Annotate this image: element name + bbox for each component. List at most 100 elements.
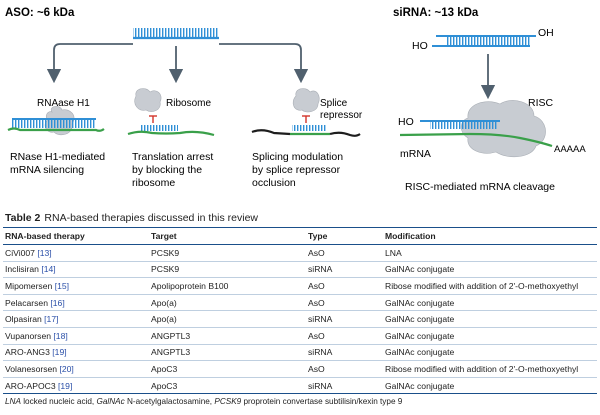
- header-type: Type: [306, 228, 383, 245]
- reference-link[interactable]: [15]: [54, 280, 70, 291]
- reference-link[interactable]: [13]: [37, 247, 52, 258]
- cell-therapy: Inclisiran [14]: [3, 261, 149, 279]
- sirna-title: siRNA: ~13 kDa: [393, 7, 479, 19]
- risc-label: RISC: [528, 97, 554, 109]
- cell-modification: GalNAc conjugate: [383, 310, 597, 328]
- header-target: Target: [149, 228, 306, 245]
- polya-label: AAAAA: [554, 144, 586, 155]
- ho-top-label: HO: [412, 40, 428, 52]
- footnote-abbreviation: LNA: [5, 397, 21, 407]
- therapy-name: Vupanorsen: [5, 330, 52, 341]
- footnote-definition: locked nucleic acid,: [20, 397, 97, 407]
- cell-modification: GalNAc conjugate: [383, 327, 597, 345]
- ho-bottom-label: HO: [398, 116, 414, 128]
- splice-label-2: repressor: [320, 110, 363, 121]
- reference-link[interactable]: [17]: [44, 314, 59, 325]
- aso-title: ASO: ~6 kDa: [5, 7, 75, 19]
- cell-therapy: ARO-APOC3 [19]: [3, 377, 149, 395]
- caption-translation-2: by blocking the: [132, 164, 202, 176]
- header-modification: Modification: [383, 228, 597, 245]
- cell-target: ApoC3: [149, 360, 306, 378]
- rnase-h1-label: RNAase H1: [37, 98, 90, 109]
- table-number: Table 2: [5, 212, 41, 224]
- reference-link[interactable]: [20]: [59, 363, 74, 374]
- cell-therapy: Pelacarsen [16]: [3, 294, 149, 312]
- footnote-abbreviation: PCSK9: [214, 397, 242, 407]
- table-footnote: LNA locked nucleic acid, GalNAc N-acetyl…: [3, 393, 597, 409]
- therapy-name: Volanesorsen: [5, 363, 58, 374]
- caption-rnase-1: RNase H1-mediated: [10, 151, 105, 163]
- cell-therapy: ARO-ANG3 [19]: [3, 344, 149, 362]
- cell-target: Apolipoprotein B100: [149, 277, 306, 295]
- aso-strand: [133, 28, 219, 40]
- cell-modification: GalNAc conjugate: [383, 344, 597, 362]
- therapies-table: RNA-based therapy Target Type Modificati…: [3, 228, 597, 395]
- table-title: RNA-based therapies discussed in this re…: [44, 212, 259, 224]
- footnote-definition: N-acetylgalactosamine,: [124, 397, 215, 407]
- therapy-name: Inclisiran: [5, 264, 39, 275]
- cell-type: siRNA: [306, 344, 383, 362]
- oh-top-label: OH: [538, 27, 554, 39]
- cell-target: PCSK9: [149, 261, 306, 279]
- cell-therapy: CiVi007 [13]: [3, 244, 149, 262]
- therapy-name: Pelacarsen: [5, 297, 48, 308]
- cell-type: AsO: [306, 327, 383, 345]
- reference-link[interactable]: [19]: [58, 380, 73, 391]
- cell-type: AsO: [306, 294, 383, 312]
- cell-modification: GalNAc conjugate: [383, 294, 597, 312]
- cell-target: Apo(a): [149, 310, 306, 328]
- ribosome-panel: Ribosome: [127, 88, 215, 137]
- caption-splicing-1: Splicing modulation: [252, 151, 343, 163]
- cell-modification: GalNAc conjugate: [383, 261, 597, 279]
- caption-rnase-2: mRNA silencing: [10, 164, 84, 176]
- caption-translation-1: Translation arrest: [132, 151, 213, 163]
- risc-panel: RISC HO mRNA AAAAA: [398, 97, 586, 160]
- splice-label-1: Splice: [320, 98, 348, 109]
- cell-therapy: Vupanorsen [18]: [3, 327, 149, 345]
- caption-splicing-3: occlusion: [252, 177, 296, 189]
- sirna-duplex: HO OH: [412, 27, 554, 52]
- cell-type: siRNA: [306, 261, 383, 279]
- cell-modification: GalNAc conjugate: [383, 377, 597, 395]
- cell-therapy: Olpasiran [17]: [3, 310, 149, 328]
- reference-link[interactable]: [16]: [50, 297, 65, 308]
- splice-repressor-icon: [292, 88, 320, 113]
- therapy-name: ARO-APOC3: [5, 380, 56, 391]
- cell-target: ApoC3: [149, 377, 306, 395]
- cell-therapy: Mipomersen [15]: [3, 277, 149, 295]
- cell-modification: Ribose modified with addition of 2'-O-me…: [383, 360, 597, 378]
- ribosome-label: Ribosome: [166, 98, 211, 109]
- header-therapy: RNA-based therapy: [3, 228, 149, 245]
- caption-splicing-2: by splice repressor: [252, 164, 341, 176]
- risc-complex-icon: [460, 100, 546, 158]
- cell-type: AsO: [306, 360, 383, 378]
- cell-modification: LNA: [383, 244, 597, 262]
- cell-target: ANGPTL3: [149, 344, 306, 362]
- mechanism-figure: ASO: ~6 kDa siRNA: ~13 kDa RNAase H1 Rib…: [5, 7, 586, 193]
- splice-panel: Splice repressor: [251, 88, 363, 137]
- cell-type: AsO: [306, 244, 383, 262]
- cell-type: AsO: [306, 277, 383, 295]
- footnote-abbreviation: GalNAc: [96, 397, 125, 407]
- risc-caption: RISC-mediated mRNA cleavage: [405, 181, 555, 193]
- cell-target: ANGPTL3: [149, 327, 306, 345]
- reference-link[interactable]: [19]: [52, 347, 67, 358]
- cell-target: PCSK9: [149, 244, 306, 262]
- rnase-h1-panel: RNAase H1: [7, 98, 105, 136]
- reference-link[interactable]: [14]: [41, 264, 56, 275]
- reference-link[interactable]: [18]: [53, 330, 68, 341]
- cell-target: Apo(a): [149, 294, 306, 312]
- caption-translation-3: ribosome: [132, 177, 175, 189]
- cell-type: siRNA: [306, 310, 383, 328]
- cell-modification: Ribose modified with addition of 2'-O-me…: [383, 277, 597, 295]
